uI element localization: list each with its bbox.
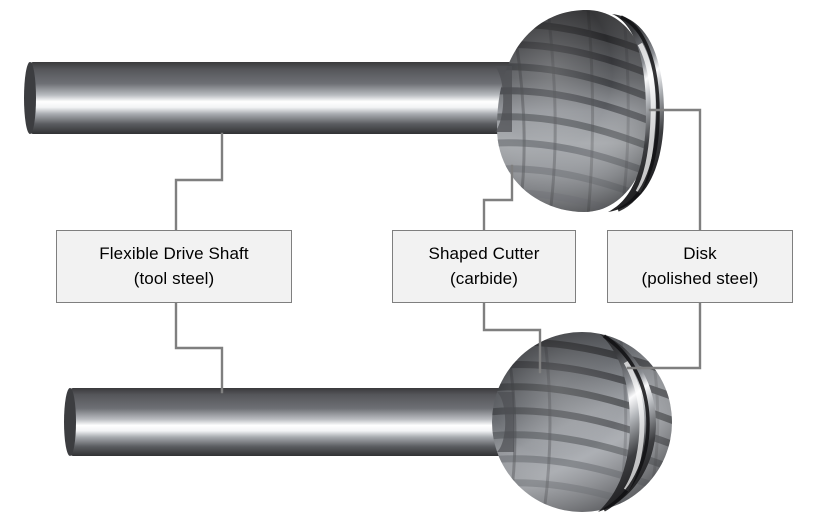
leader-cutter-top <box>482 164 514 232</box>
callout-subtitle-disk: (polished steel) <box>641 268 759 288</box>
callout-subtitle-flexible-drive-shaft: (tool steel) <box>133 268 215 288</box>
top-tool-shaft <box>30 62 520 134</box>
top-tool-disk <box>608 14 664 212</box>
leader-shaft-top <box>174 132 224 232</box>
leader-cutter-bottom <box>482 301 542 374</box>
leader-shaft-bottom <box>174 301 224 394</box>
top-tool <box>24 10 664 212</box>
callout-title-shaped-cutter: Shaped Cutter <box>428 244 540 264</box>
callout-title-flexible-drive-shaft: Flexible Drive Shaft <box>99 244 249 264</box>
bottom-tool <box>64 332 672 512</box>
callout-box-flexible-drive-shaft: Flexible Drive Shaft (tool steel) <box>56 230 292 303</box>
top-tool-cutter-head <box>495 10 652 212</box>
callout-subtitle-shaped-cutter: (carbide) <box>450 268 518 288</box>
bottom-tool-cutter-head <box>492 332 672 512</box>
leader-disk-top <box>648 108 702 232</box>
callout-title-disk: Disk <box>683 244 717 264</box>
leader-lines <box>174 108 702 394</box>
callout-box-shaped-cutter: Shaped Cutter (carbide) <box>392 230 576 303</box>
bottom-tool-shaft <box>70 388 520 456</box>
bottom-tool-disk <box>598 334 656 512</box>
leader-disk-bottom <box>626 301 702 370</box>
callout-box-disk: Disk (polished steel) <box>607 230 793 303</box>
